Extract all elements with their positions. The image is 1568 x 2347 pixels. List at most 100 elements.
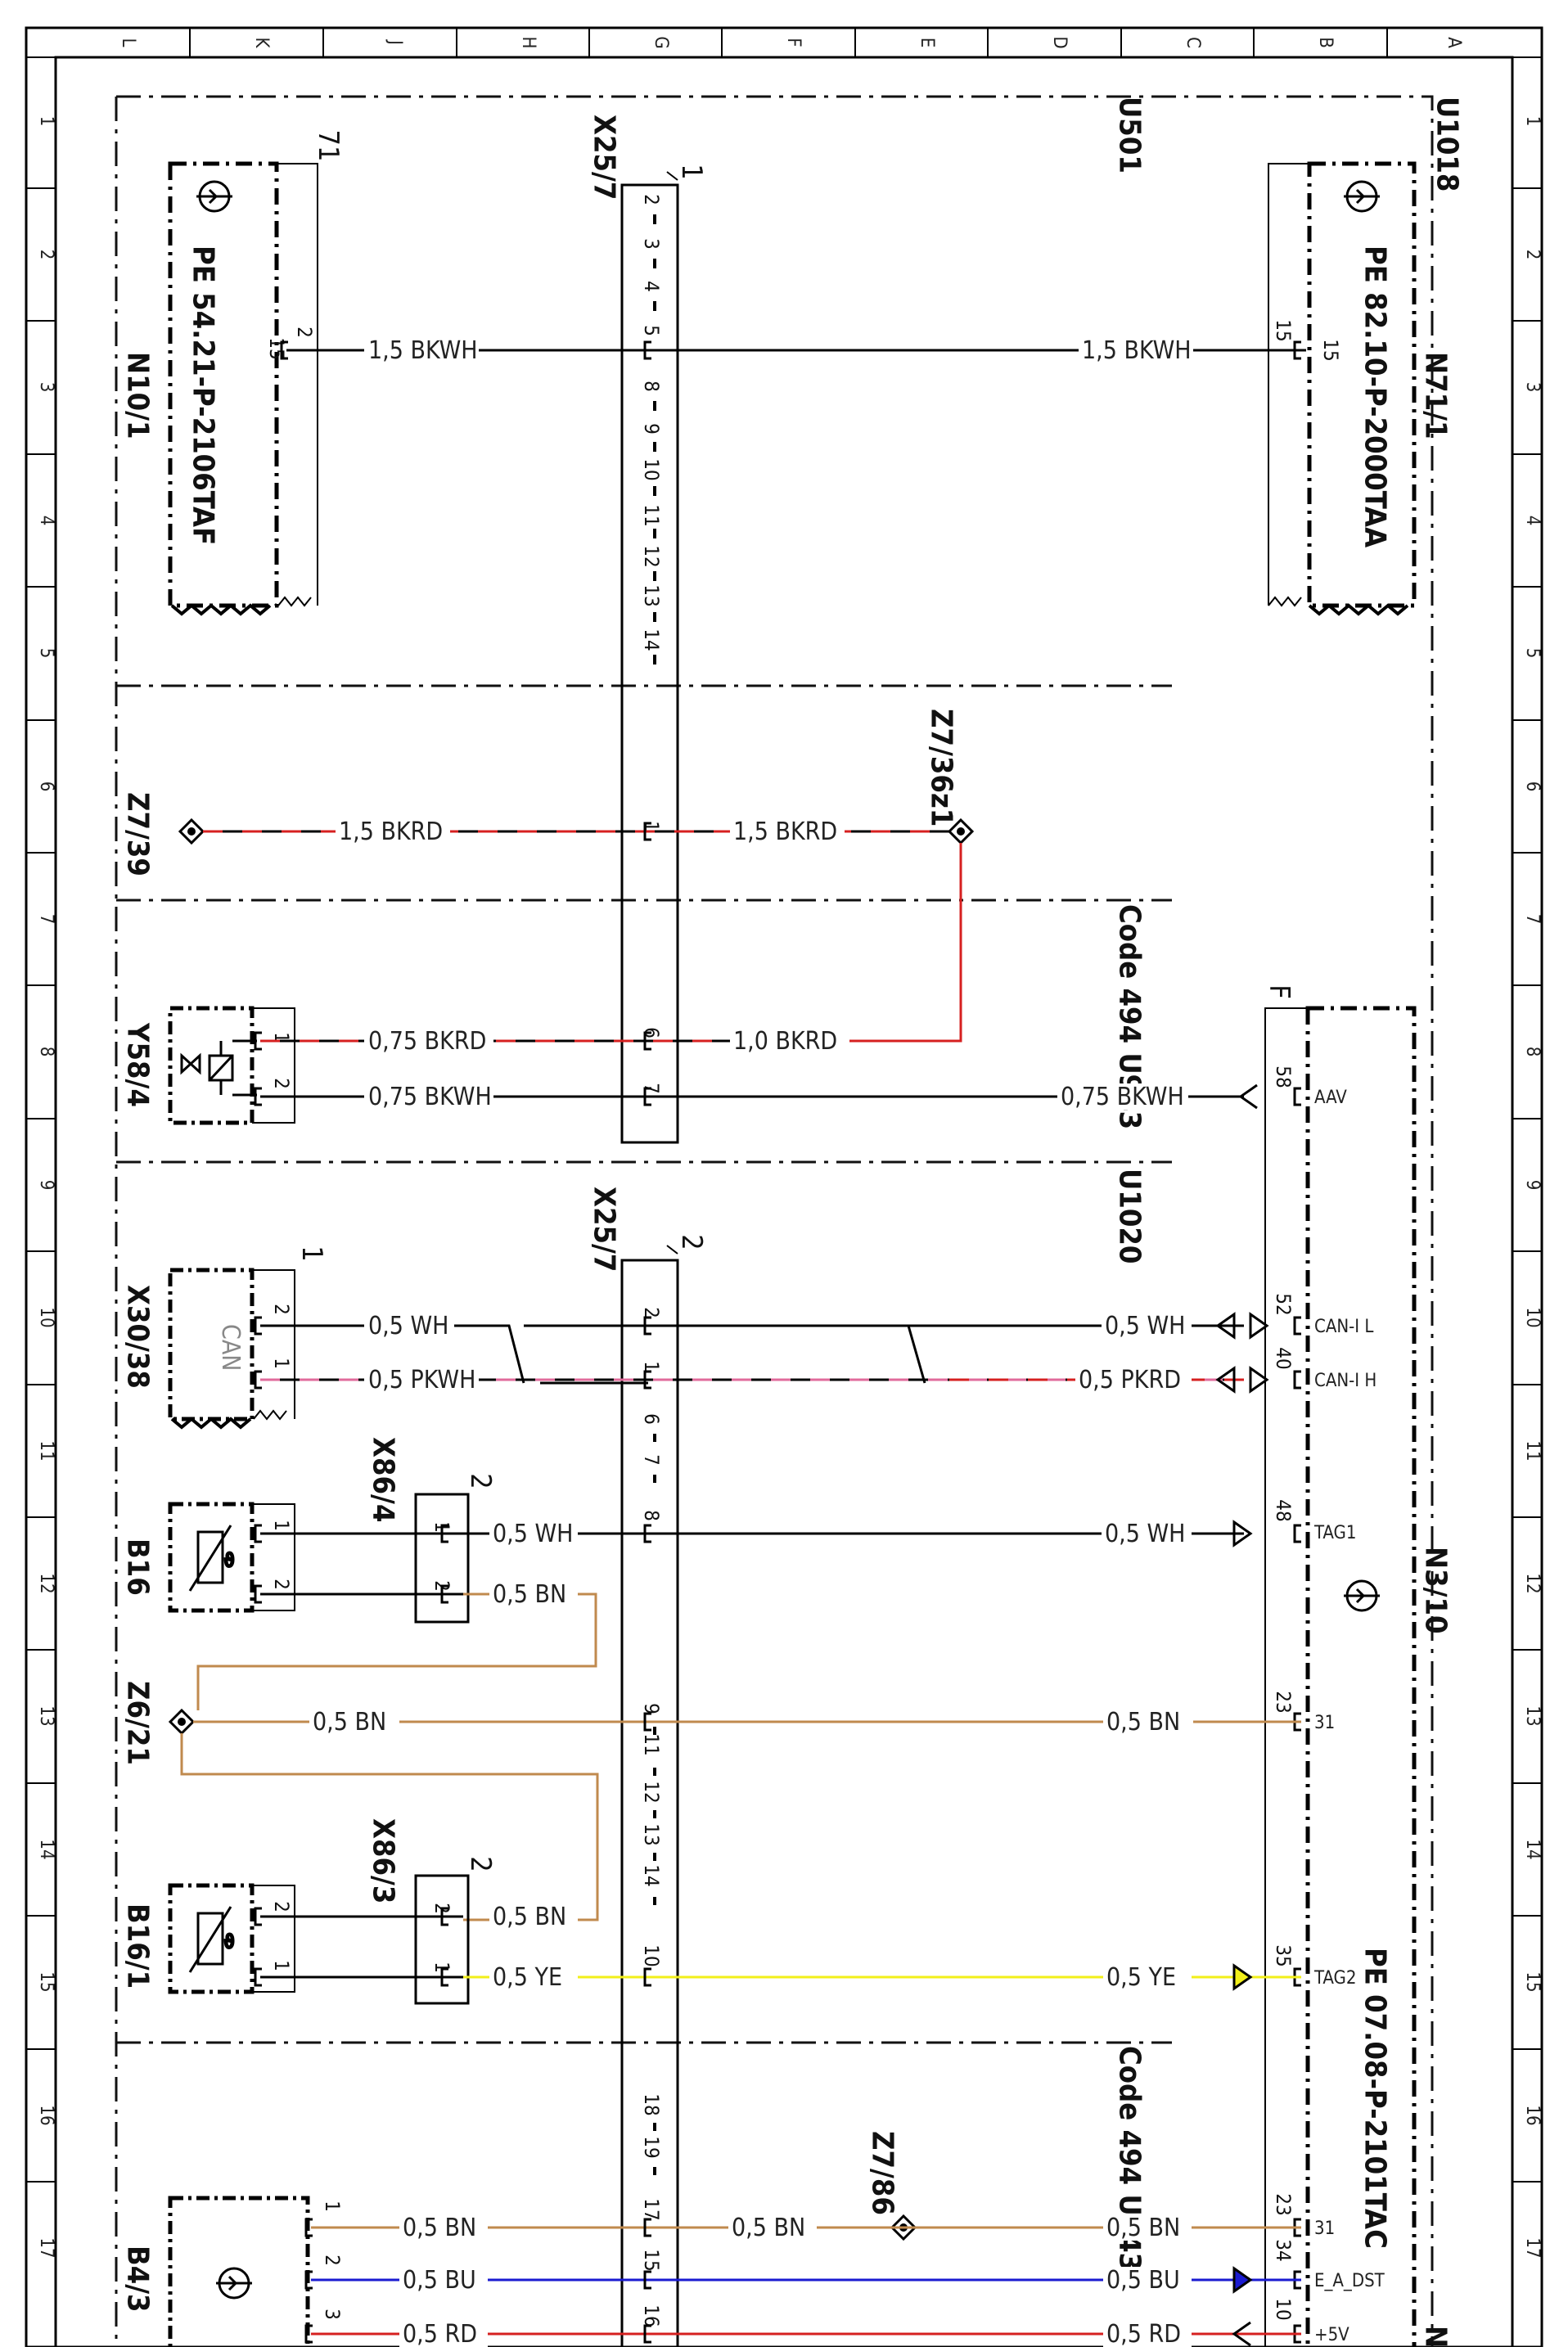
- component-n71-1: N71/1 PE 82.10-P-2000TAA 15 15: [1268, 161, 1453, 616]
- grid-col-D: D: [1049, 36, 1070, 48]
- wire-bu-e-a-dst: 0,5 BU 0,5 BU: [304, 2266, 1301, 2295]
- n3-10-pin-numbers: 58 52 40 48 23 35 23 34 10: [1272, 1065, 1295, 2320]
- b16-pin-2: 2: [270, 1579, 293, 1590]
- grid-row-6-right: 6: [1522, 782, 1543, 792]
- x86-3-name: X86/3: [367, 1818, 400, 1903]
- grid-row-10-left: 10: [36, 1307, 56, 1327]
- x30-38-pin-2: 2: [270, 1304, 293, 1315]
- wire-label-w1b: 1,5 BKWH: [1082, 336, 1192, 365]
- n3-10-label-5v: +5V: [1314, 2325, 1349, 2345]
- x25-bot-pin-10: 10: [640, 1944, 663, 1966]
- b16-1-name: B16/1: [121, 1903, 155, 1989]
- grid-row-12-right: 12: [1522, 1573, 1543, 1593]
- grid-row-16-left: 16: [36, 2105, 56, 2125]
- wire-bkrd-075: 0,75 BKRD 1,0 BKRD: [254, 1027, 849, 1056]
- section-boundaries: [115, 95, 1434, 2347]
- wire-label-w8a: 0,5 BN: [493, 1580, 566, 1609]
- connector-x86-4: X86/4 2 1 2: [367, 1437, 497, 1624]
- wire-label-w3a: 0,75 BKRD: [368, 1027, 486, 1056]
- connector-x25-7-bottom-marker: 2: [675, 1234, 708, 1250]
- x25-bot-pin-1: 1: [640, 1361, 663, 1372]
- grid-row-6-left: 6: [36, 782, 56, 792]
- z7-36z1-name: Z7/36z1: [925, 709, 958, 827]
- b4-3-pin-2: 2: [321, 2255, 344, 2266]
- x25-top-pin-3: 3: [640, 238, 663, 250]
- n3-10-pin-40: 40: [1272, 1347, 1295, 1369]
- x30-38-marker: 1: [295, 1246, 328, 1261]
- n3-10-label-31: 31: [1314, 1713, 1335, 1733]
- wire-label-w7a: 0,5 WH: [493, 1520, 573, 1548]
- grid-row-10-right: 10: [1522, 1307, 1543, 1327]
- grid-col-A: A: [1444, 37, 1464, 48]
- temperature-sensor-icon: ϑ: [188, 1906, 236, 1973]
- grid-row-13-left: 13: [36, 1705, 56, 1726]
- splice-z7-36z1: Z7/36z1: [925, 709, 975, 845]
- x25-bot-pin-18: 18: [640, 2093, 663, 2115]
- x25-top-pin-10: 10: [640, 458, 663, 480]
- svg-text:ϑ: ϑ: [224, 1551, 234, 1571]
- b16-1-pin-1: 1: [270, 1960, 293, 1971]
- sensor-icon: [1344, 1579, 1380, 1612]
- section-label-u501: U501: [1113, 97, 1147, 173]
- b16-pin-1: 1: [270, 1520, 293, 1531]
- n10-1-marker: 71: [312, 130, 345, 162]
- valve-icon: [180, 1039, 257, 1097]
- n3-10-pin-48: 48: [1272, 1499, 1295, 1521]
- sensor-icon: [196, 180, 232, 213]
- grid-row-7-left: 7: [36, 914, 56, 925]
- x25-top-pin-8: 8: [640, 381, 663, 392]
- x25-top-pin-5: 5: [640, 325, 663, 336]
- n3-10-pin-58: 58: [1272, 1065, 1295, 1088]
- grid-row-7-right: 7: [1522, 914, 1543, 925]
- wire-label-w4a: 0,75 BKWH: [368, 1083, 492, 1111]
- grid-row-1-left: 1: [36, 116, 56, 127]
- grid-row-15-right: 15: [1522, 1971, 1543, 1992]
- wire-label-w11b: 0,5 YE: [1106, 1963, 1176, 1992]
- connector-x86-3: X86/3 2 2 1: [367, 1818, 497, 2005]
- grid-row-9-right: 9: [1522, 1180, 1543, 1191]
- wire-label-w3b: 1,0 BKRD: [733, 1027, 837, 1056]
- wire-label-w2b: 1,5 BKRD: [733, 818, 837, 846]
- n3-10-name: N3/10: [1419, 1547, 1453, 1634]
- y58-4-pin-2: 2: [270, 1078, 293, 1089]
- n3-10-clip-n: N: [1419, 2326, 1453, 2347]
- wire-label-w9a: 0,5 BN: [313, 1708, 386, 1737]
- wire-label-w11a: 0,5 YE: [493, 1963, 562, 1992]
- x25-top-pin-11: 11: [640, 504, 663, 526]
- x86-4-name: X86/4: [367, 1437, 400, 1522]
- grid-row-ticks: [26, 187, 1542, 2183]
- n3-10-pin-34: 34: [1272, 2239, 1295, 2261]
- sensor-icon: [1344, 180, 1380, 213]
- n3-10-label-can-l: CAN-I L: [1314, 1317, 1373, 1337]
- splice-z6-21: Z6/21: [121, 1681, 196, 1765]
- wire-ye-tag2: 0,5 YE 0,5 YE: [254, 1963, 1301, 1992]
- x25-bot-pin-17: 17: [640, 2198, 663, 2220]
- x25-top-pin-14: 14: [640, 628, 663, 651]
- grid-row-14-left: 14: [36, 1839, 56, 1859]
- n3-10-pin-10: 10: [1272, 2298, 1295, 2320]
- n3-10-pin-35: 35: [1272, 1944, 1295, 1966]
- n3-10-label-tag2: TAG2: [1313, 1968, 1356, 1989]
- grid-col-K: K: [251, 38, 272, 49]
- wire-bkrd-15: 1,5 BKRD 1,5 BKRD: [203, 818, 962, 1043]
- component-n10-1: N10/1 PE 54.21-P-2106TAF 71 15 2: [121, 130, 345, 616]
- n10-1-name: N10/1: [121, 352, 155, 439]
- n3-10-pin-23: 23: [1272, 1691, 1295, 1713]
- wire-label-w12a: 0,5 BN: [403, 2214, 476, 2242]
- grid-row-15-left: 15: [36, 1971, 56, 1992]
- section-label-u1020: U1020: [1113, 1169, 1147, 1264]
- x25-top-pin-9: 9: [640, 423, 663, 435]
- grid-row-8-right: 8: [1522, 1047, 1543, 1057]
- n71-1-name: N71/1: [1419, 352, 1453, 439]
- n10-1-pin-15: 15: [265, 337, 288, 359]
- b4-3-name: B4/3: [121, 2246, 155, 2313]
- x25-bot-pin-12: 12: [640, 1781, 663, 1803]
- wire-label-w1a: 1,5 BKWH: [368, 336, 478, 365]
- component-y58-4: Y58/4 1 2: [121, 1006, 295, 1125]
- x25-top-pin-4: 4: [640, 281, 663, 292]
- n3-10-pin-52: 52: [1272, 1293, 1295, 1315]
- wire-can-l: 0,5 WH 0,5 WH: [254, 1312, 1269, 1385]
- x30-38-name: X30/38: [121, 1285, 155, 1389]
- x86-3-marker: 2: [464, 1856, 497, 1872]
